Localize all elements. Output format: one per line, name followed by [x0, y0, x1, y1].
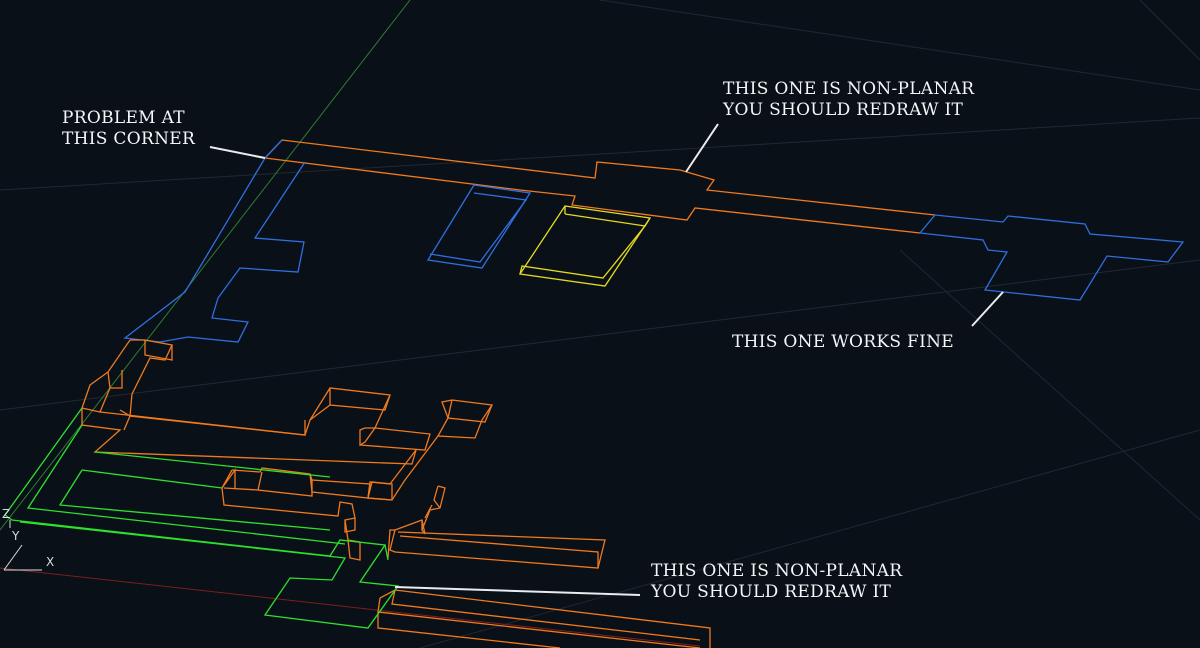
ucs-x-label: X — [46, 555, 55, 569]
blue-polyline-right[interactable] — [919, 214, 1185, 301]
annotation-non-planar-bottom: THIS ONE IS NON-PLANAR YOU SHOULD REDRAW… — [651, 561, 903, 602]
annotation-problem-corner: PROBLEM AT THIS CORNER — [62, 108, 196, 149]
lower-orange-massing[interactable] — [81, 339, 711, 648]
ucs-z-label: Z — [2, 507, 11, 521]
world-x-axis-line — [0, 567, 701, 647]
green-polyline[interactable] — [4, 407, 400, 629]
ucs-axis-icon — [3, 520, 42, 571]
top-orange-polyline[interactable] — [264, 139, 936, 234]
annotation-works-fine: THIS ONE WORKS FINE — [732, 332, 955, 352]
leader-works-fine — [971, 291, 1004, 327]
annotation-non-planar-top: THIS ONE IS NON-PLANAR YOU SHOULD REDRAW… — [723, 79, 975, 120]
yellow-box[interactable] — [518, 205, 652, 287]
ucs-y-label: Y — [12, 529, 20, 543]
leader-non-planar-top — [685, 123, 719, 173]
leader-non-planar-bottom — [394, 586, 641, 596]
world-y-axis-line — [0, 0, 411, 531]
blue-small-box[interactable] — [426, 184, 532, 269]
leader-problem-corner — [209, 146, 266, 159]
blue-polyline-left[interactable] — [123, 139, 306, 343]
